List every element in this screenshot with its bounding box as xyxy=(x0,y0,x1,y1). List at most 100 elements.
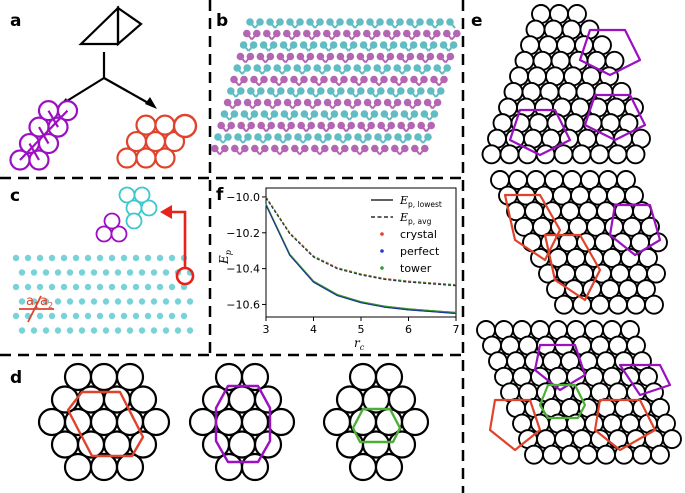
crystal-bond xyxy=(374,21,381,29)
crystal-bond xyxy=(251,101,259,110)
crystal-bond xyxy=(291,32,298,41)
crystal-bond xyxy=(351,101,359,110)
crystal-bond xyxy=(231,101,239,110)
red-atom xyxy=(154,147,176,169)
purple-atom xyxy=(103,212,121,230)
series-tower-lowest xyxy=(265,203,457,314)
crystal-bond xyxy=(290,90,297,98)
y-tick-label: −10.6 xyxy=(226,298,260,311)
crystal-bond xyxy=(411,101,419,110)
atom xyxy=(607,144,628,165)
y-axis-label: Ep xyxy=(217,250,233,265)
crystal-bond xyxy=(388,113,396,121)
crystal-bond xyxy=(271,32,278,41)
atom xyxy=(608,294,628,315)
lattice-dot xyxy=(66,269,74,276)
crystal-bond xyxy=(399,55,407,64)
crystal-bond xyxy=(294,21,301,29)
lattice-dot xyxy=(84,283,92,291)
crystal-bond xyxy=(276,67,283,75)
crystal-bond xyxy=(233,78,240,87)
lattice-dot xyxy=(96,283,104,291)
crystal-bond xyxy=(275,90,282,98)
lattice-dot xyxy=(144,283,152,291)
lattice-dot xyxy=(132,283,140,291)
crystal-bond xyxy=(360,124,367,133)
lattice-dot xyxy=(180,312,188,320)
atom xyxy=(400,407,430,437)
crystal-bond xyxy=(308,113,316,121)
crystal-bond xyxy=(286,101,294,110)
crystal-bond xyxy=(320,124,327,133)
crystal-bond xyxy=(304,55,312,64)
crystal-bond xyxy=(410,90,417,98)
crystal-bond xyxy=(240,124,247,133)
crystal-bond xyxy=(322,44,330,52)
crystal-bond xyxy=(358,78,365,87)
lattice-dot xyxy=(42,327,50,334)
series-tower-avg xyxy=(265,196,457,286)
crystal-row xyxy=(230,75,448,87)
crystal-bond xyxy=(249,21,256,29)
crystal-bond xyxy=(431,101,439,110)
crystal-bond xyxy=(230,90,237,98)
crystal-bond xyxy=(262,136,269,144)
lattice-dot xyxy=(174,298,182,305)
crystal-bond xyxy=(420,124,427,133)
lattice-dot xyxy=(108,312,116,320)
atom xyxy=(646,263,666,284)
crystal-bond xyxy=(278,78,285,87)
lattice-dot xyxy=(114,298,122,305)
crystal-bond xyxy=(279,147,286,156)
atom xyxy=(596,444,616,465)
lattice-dot xyxy=(60,312,68,320)
lattice-dot xyxy=(72,254,80,262)
panel-label-b: b xyxy=(216,11,228,31)
panel-a-purple-cluster xyxy=(9,100,79,171)
crystal-bond xyxy=(298,78,305,87)
crystal-bond xyxy=(300,124,307,133)
lattice-dot xyxy=(12,254,20,262)
atom xyxy=(644,294,664,315)
purple-cluster-outline xyxy=(533,343,587,392)
atom xyxy=(499,144,520,165)
red-atom xyxy=(135,114,157,136)
crystal-bond xyxy=(347,44,355,52)
crystal-bond xyxy=(245,124,252,133)
atom xyxy=(374,362,404,392)
crystal-bond xyxy=(322,136,329,144)
atom xyxy=(89,452,119,482)
lattice-dot xyxy=(18,269,26,276)
crystal-bond xyxy=(277,136,284,144)
crystal-bond xyxy=(242,136,249,144)
atom xyxy=(240,362,270,392)
crystal-bond xyxy=(299,55,307,64)
lattice-dot xyxy=(186,327,194,334)
atom xyxy=(650,444,670,465)
crystal-bond xyxy=(254,21,261,29)
crystal-bond xyxy=(282,44,290,52)
crystal-bond xyxy=(341,67,348,75)
panel-dividers xyxy=(0,0,465,493)
crystal-bond xyxy=(311,32,318,41)
crystal-bond xyxy=(219,147,226,156)
crystal-bond xyxy=(330,90,337,98)
lattice-dot xyxy=(42,269,50,276)
crystal-bond xyxy=(368,113,376,121)
crystal-bond xyxy=(434,21,441,29)
crystal-bond xyxy=(425,124,432,133)
purple-cluster-outline xyxy=(508,108,572,157)
lattice-dot xyxy=(102,298,110,305)
crystal-bond xyxy=(328,113,336,121)
crystal-bond xyxy=(314,147,321,156)
crystal-bond xyxy=(393,78,400,87)
lattice-dot xyxy=(108,254,116,262)
crystal-bond xyxy=(395,90,402,98)
crystal-bond xyxy=(406,32,413,41)
panel-c-lattice-vectors xyxy=(19,295,54,323)
red-cluster-outline xyxy=(543,233,602,302)
crystal-bond xyxy=(424,55,432,64)
crystal-bond xyxy=(422,136,429,144)
atom xyxy=(626,294,646,315)
